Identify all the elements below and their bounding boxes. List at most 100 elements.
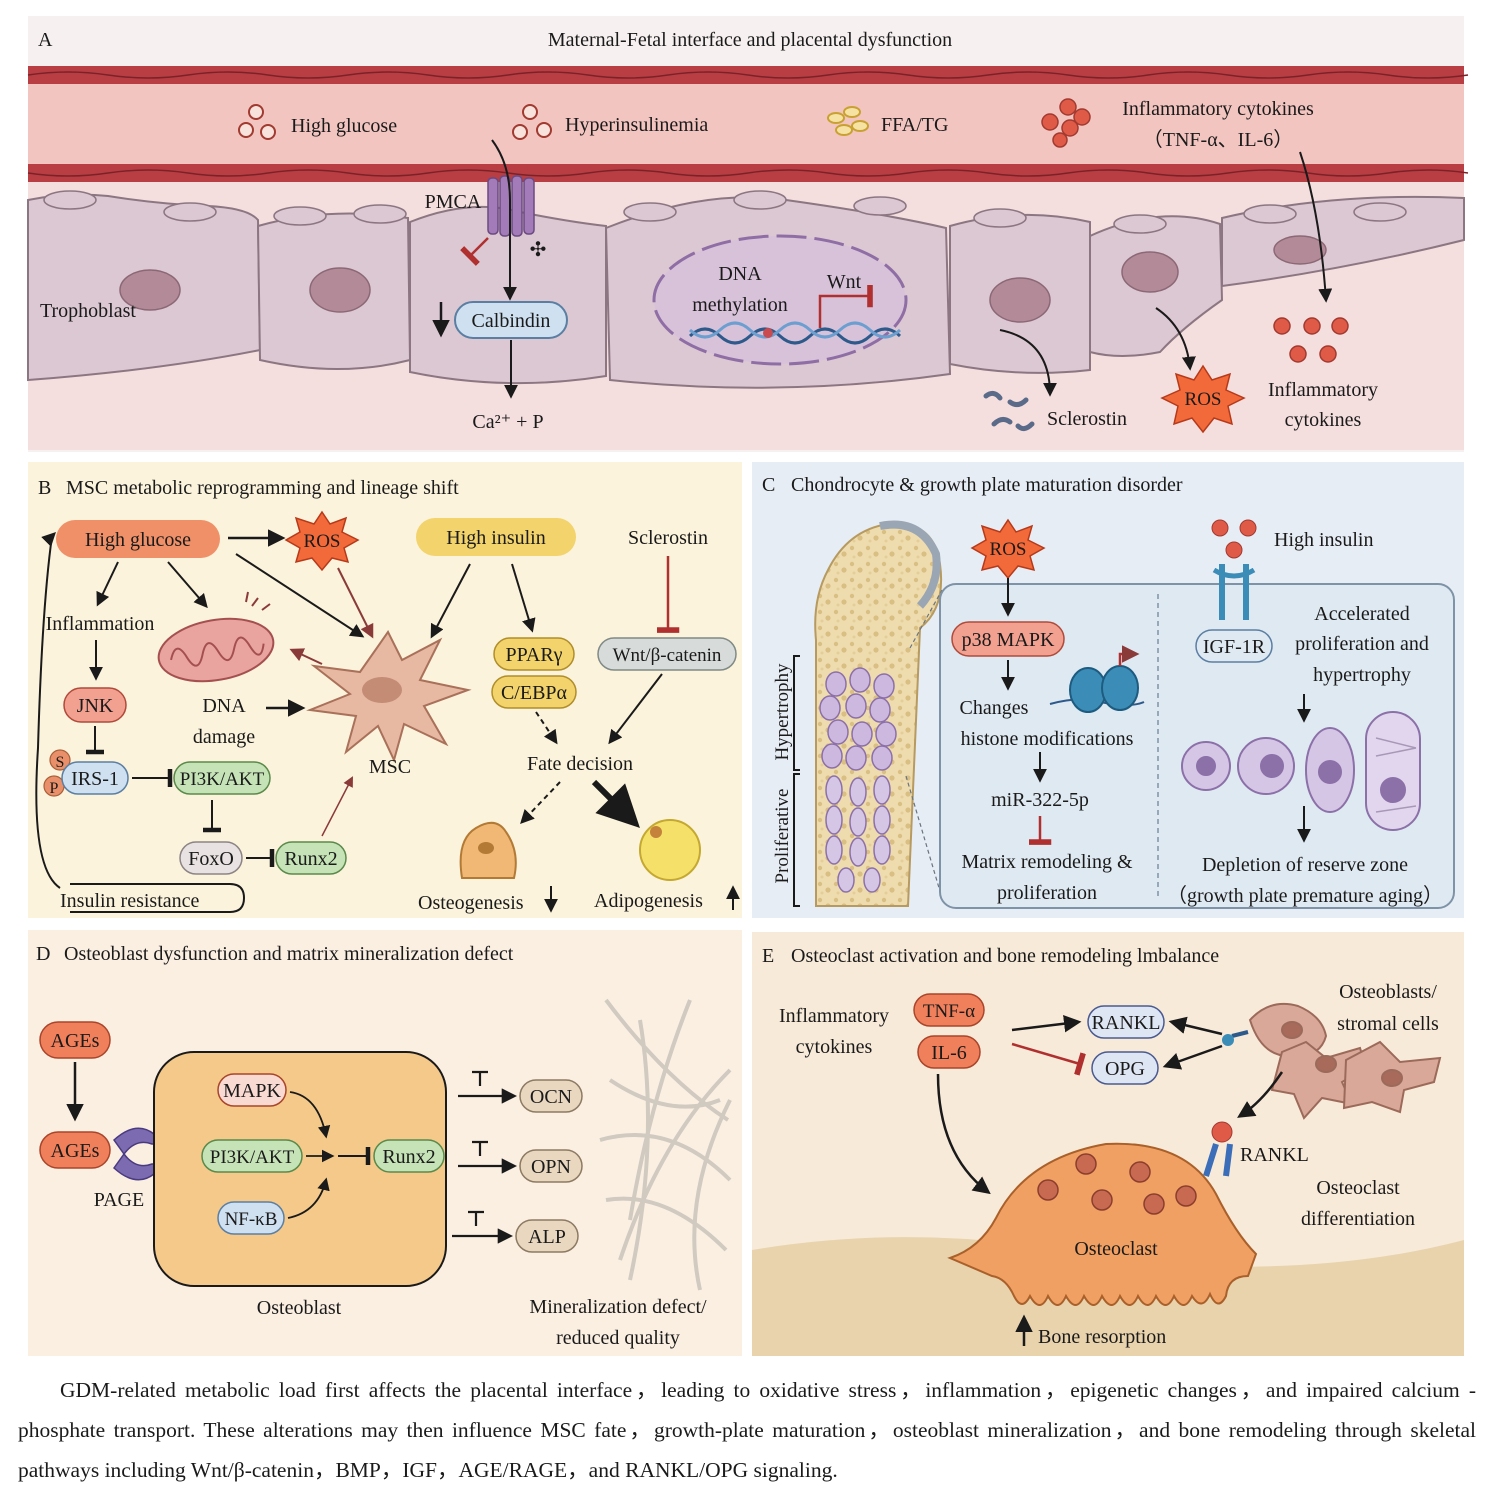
label-pmca: PMCA <box>425 191 482 213</box>
arrow-insulin-ppar <box>511 563 536 633</box>
label-accelerated: Accelerated <box>1314 603 1409 625</box>
label-foxo: FoxO <box>188 848 234 870</box>
cytokines-inhibit-opg <box>1011 1042 1086 1076</box>
label-il6: IL-6 <box>931 1042 967 1064</box>
label-inflammation: Inflammation <box>46 613 155 635</box>
adipocyte-cell-icon <box>639 819 701 881</box>
label-hypertrophy: Hypertrophy <box>772 663 793 761</box>
particles-insulin <box>512 104 552 140</box>
particles-cytokines-top <box>1041 98 1091 148</box>
label-jnk: JNK <box>77 695 114 717</box>
label-ffa-tg: FFA/TG <box>881 114 948 136</box>
label-accel-proliferation: proliferation and <box>1295 633 1429 655</box>
label-dna-b: DNA <box>202 695 246 717</box>
msc-nucleus <box>362 677 402 703</box>
label-histone: histone modifications <box>961 728 1134 750</box>
label-ros-a: ROS <box>1185 389 1222 410</box>
arrow-glucose-mito <box>167 561 208 609</box>
label-nfkb: NF-κB <box>225 1209 278 1230</box>
caption-text: GDM-related metabolic load first affects… <box>18 1378 1476 1482</box>
panel-d-title: Osteoblast dysfunction and matrix minera… <box>64 943 514 965</box>
calbindin-box <box>454 301 568 339</box>
label-mir: miR-322-5p <box>991 789 1089 811</box>
label-matrix-proliferation: proliferation <box>997 882 1097 904</box>
node-pi3k-b <box>173 761 271 795</box>
node-nfkb <box>217 1201 285 1235</box>
osteoblast-nucleus <box>478 842 494 854</box>
node-high-glucose-b <box>56 520 220 558</box>
ros-burst-a <box>1160 364 1246 434</box>
node-ages-2 <box>39 1131 111 1169</box>
nucleosome-icon <box>1049 645 1145 713</box>
phospho-s-badge <box>49 749 71 771</box>
osteoblast-stromal-cells-icon <box>1248 1002 1442 1120</box>
label-changes: Changes <box>960 697 1029 719</box>
panel-d-letter: D <box>36 943 50 965</box>
chondrocyte-column-hypertrophy <box>819 667 897 771</box>
label-ros-b: ROS <box>304 531 341 552</box>
panel-b: B MSC metabolic reprogramming and lineag… <box>28 462 742 918</box>
arrow-to-calbindin <box>491 139 517 301</box>
label-msc: MSC <box>369 756 411 778</box>
label-rankl-box: RANKL <box>1092 1012 1161 1034</box>
insulin-receptor-icon <box>1211 519 1257 620</box>
node-cebp <box>491 675 577 709</box>
label-ages-1: AGEs <box>51 1030 100 1052</box>
label-ages-2: AGEs <box>51 1140 100 1162</box>
osteoclast-cell-icon <box>947 1142 1258 1306</box>
ob-ligand-stub <box>1231 1030 1249 1038</box>
ion-sparkle-icon: ✣ <box>530 239 547 261</box>
label-page: PAGE <box>94 1189 144 1211</box>
ros-burst-b <box>284 510 360 572</box>
label-proliferative: Proliferative <box>772 789 793 884</box>
label-inflammatory-bottom: Inflammatory <box>1268 379 1378 401</box>
vessel-endothelium-top <box>27 71 1469 79</box>
label-ppar: PPARγ <box>505 644 562 666</box>
node-irs1 <box>61 761 129 795</box>
node-il6 <box>917 1035 981 1069</box>
arrow-runx2-msc <box>321 776 353 837</box>
panel-c-letter: C <box>762 474 775 496</box>
chondrocyte-column-proliferative <box>825 775 891 893</box>
label-stromal-cells: stromal cells <box>1337 1013 1439 1035</box>
node-alp <box>515 1219 579 1253</box>
label-calbindin: Calbindin <box>472 310 551 332</box>
arrow-glucose-inflammation <box>96 561 119 607</box>
arrow-insulin-msc <box>430 563 471 639</box>
panel-e: E Osteoclast activation and bone remodel… <box>752 932 1464 1356</box>
zoom-lines <box>905 589 943 899</box>
label-bone-resorption: Bone resorption <box>1038 1326 1166 1348</box>
node-tnf <box>913 993 985 1027</box>
label-irs1: IRS-1 <box>71 768 119 790</box>
label-s: S <box>56 754 65 771</box>
label-p: P <box>50 780 59 797</box>
label-wnt-a: Wnt <box>827 271 862 293</box>
methyl-group <box>763 328 773 338</box>
node-high-insulin-b <box>416 518 576 556</box>
label-reduced-quality: reduced quality <box>556 1327 680 1349</box>
figure-canvas: A Maternal-Fetal interface and placental… <box>27 16 1469 1356</box>
label-mineralization: Mineralization defect/ <box>529 1296 707 1318</box>
pmca-channel-icon <box>487 175 535 237</box>
label-adipogenesis: Adipogenesis <box>594 890 703 912</box>
arrow-fate-osteo <box>520 781 561 825</box>
adipocyte-nucleus <box>650 826 662 838</box>
node-runx2-b <box>275 841 347 875</box>
sclerostin-molecule-icon <box>983 390 1035 432</box>
mitochondrion-icon <box>157 617 275 683</box>
particles-ffa <box>827 106 869 136</box>
label-cebp: C/EBPα <box>501 682 568 704</box>
label-tnf: TNF-α <box>923 1001 975 1022</box>
node-igf1r <box>1195 629 1273 663</box>
label-inflammatory-cytokines-top: Inflammatory cytokines <box>1122 98 1314 120</box>
particles-glucose <box>238 104 276 140</box>
label-depletion: Depletion of reserve zone <box>1202 854 1408 876</box>
panel-b-letter: B <box>38 477 51 499</box>
mito-damage-sparks <box>245 591 271 611</box>
label-ocn: OCN <box>530 1086 572 1108</box>
node-pi3k-d <box>201 1139 303 1173</box>
label-runx2-b: Runx2 <box>284 848 337 870</box>
label-opn: OPN <box>531 1156 571 1178</box>
label-cytokines-bottom: cytokines <box>1285 409 1362 431</box>
label-matrix: Matrix remodeling & <box>961 851 1133 873</box>
